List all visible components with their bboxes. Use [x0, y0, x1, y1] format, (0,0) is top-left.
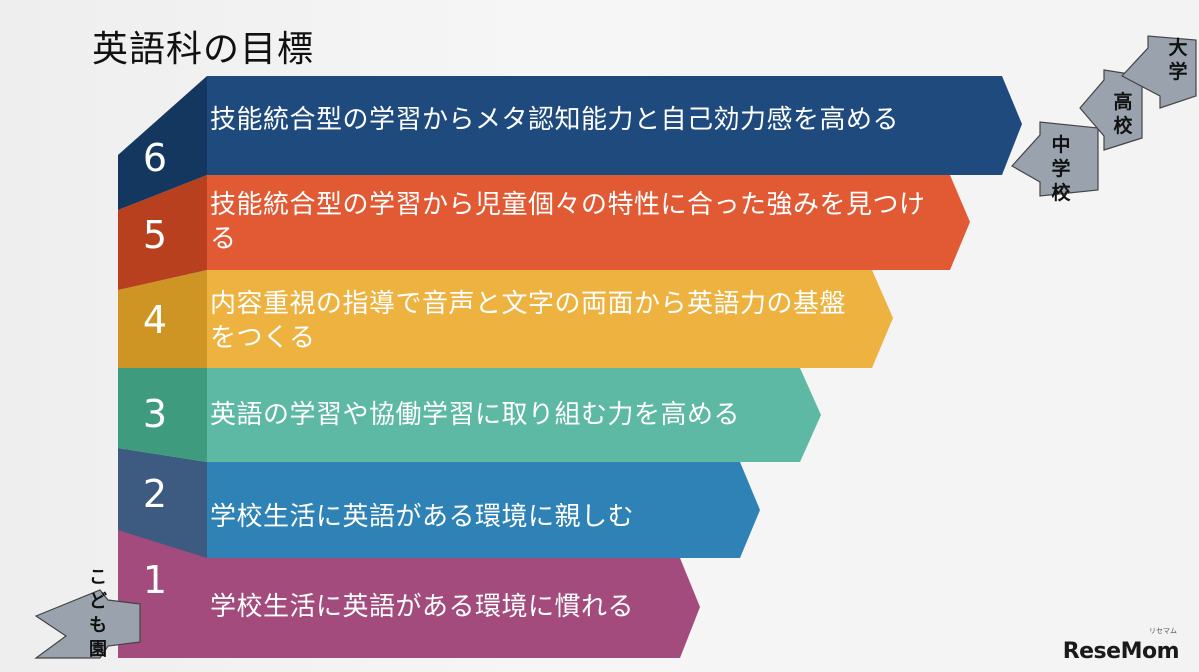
side-face-2 [118, 448, 207, 558]
side-face-3 [118, 368, 207, 462]
band-3 [207, 368, 821, 462]
stage-arrow-high-school [1079, 69, 1143, 151]
band-1 [207, 558, 700, 658]
resemom-logo: ReseMom [1062, 639, 1180, 664]
stage-label-high-school: 高校 [1113, 91, 1133, 137]
band-4 [207, 270, 893, 368]
level-number-4: 4 [142, 298, 168, 342]
level-number-3: 3 [142, 392, 168, 436]
page-title: 英語科の目標 [92, 29, 315, 70]
level-number-6: 6 [142, 136, 168, 180]
side-face-6 [118, 76, 207, 210]
logo-subtext: リセマム [1149, 627, 1177, 635]
stage-arrow-kindergarten [34, 589, 141, 659]
level-number-2: 2 [142, 472, 168, 516]
stage-label-kindergarten: こども園 [89, 567, 107, 660]
level-text-2: 学校生活に英語がある環境に親しむ [210, 502, 635, 532]
band-6 [207, 76, 1022, 175]
level-text-3: 英語の学習や協働学習に取り組む力を高める [210, 400, 741, 430]
level-text-1: 学校生活に英語がある環境に慣れる [210, 592, 635, 622]
level-number-5: 5 [142, 213, 168, 257]
stage-label-university: 大学 [1168, 37, 1188, 83]
stage-arrow-university [1121, 35, 1197, 109]
level-text-4: 内容重視の指導で音声と文字の両面から英語力の基盤をつくる [210, 289, 847, 353]
side-face-5 [118, 175, 207, 290]
level-text-5: 技能統合型の学習から児童個々の特性に合った強みを見つける [210, 190, 926, 254]
level-text-6: 技能統合型の学習からメタ認知能力と自己効力感を高める [210, 105, 900, 135]
level-number-1: 1 [142, 558, 168, 602]
band-5 [207, 175, 970, 270]
side-face-4 [118, 270, 207, 368]
stage-arrow-junior-high [1011, 121, 1099, 197]
stage-label-junior-high: 中学校 [1051, 134, 1071, 204]
band-2 [207, 462, 760, 558]
